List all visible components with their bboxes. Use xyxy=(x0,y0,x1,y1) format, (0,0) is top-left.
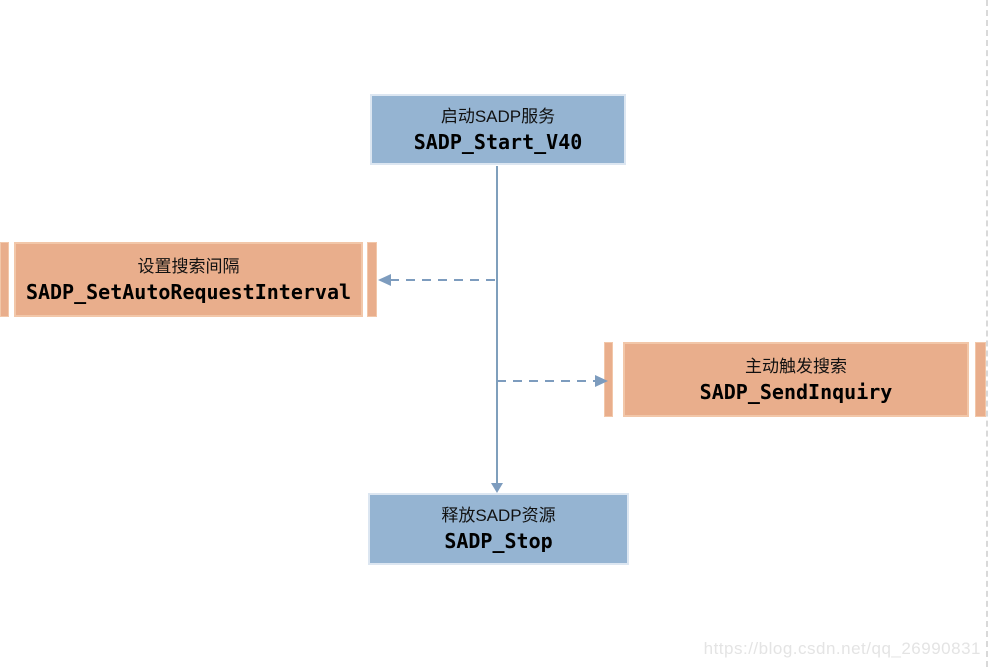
node-api-name: SADP_SendInquiry xyxy=(699,379,893,404)
node-api-name: SADP_Start_V40 xyxy=(413,129,583,154)
arrowhead-right-icon xyxy=(595,375,608,387)
node-title: 主动触发搜索 xyxy=(745,356,847,376)
node-start-sadp-service: 启动SADP服务 SADP_Start_V40 xyxy=(370,94,626,165)
node-title: 设置搜索间隔 xyxy=(137,256,240,276)
node-release-sadp-resources: 释放SADP资源 SADP_Stop xyxy=(368,493,629,565)
node-trigger-search: 主动触发搜索 SADP_SendInquiry xyxy=(623,342,969,417)
watermark: https://blog.csdn.net/qq_26990831 xyxy=(703,639,981,658)
connector-dashed-to-set-interval xyxy=(390,279,497,281)
node-title: 释放SADP资源 xyxy=(441,506,556,525)
node-set-interval-left-cap xyxy=(0,242,9,317)
node-set-interval-right-cap xyxy=(367,242,377,317)
node-send-inquiry-right-cap xyxy=(975,342,986,417)
connector-main-vertical-line xyxy=(496,166,498,484)
arrowhead-down-icon xyxy=(491,483,503,493)
connector-dashed-to-send-inquiry xyxy=(497,380,596,382)
node-api-name: SADP_Stop xyxy=(444,529,553,553)
arrowhead-left-icon xyxy=(378,274,391,286)
page-boundary-dashed-line xyxy=(986,0,988,667)
node-title: 启动SADP服务 xyxy=(440,106,556,126)
node-api-name: SADP_SetAutoRequestInterval xyxy=(25,279,352,304)
node-set-search-interval: 设置搜索间隔 SADP_SetAutoRequestInterval xyxy=(14,242,363,317)
